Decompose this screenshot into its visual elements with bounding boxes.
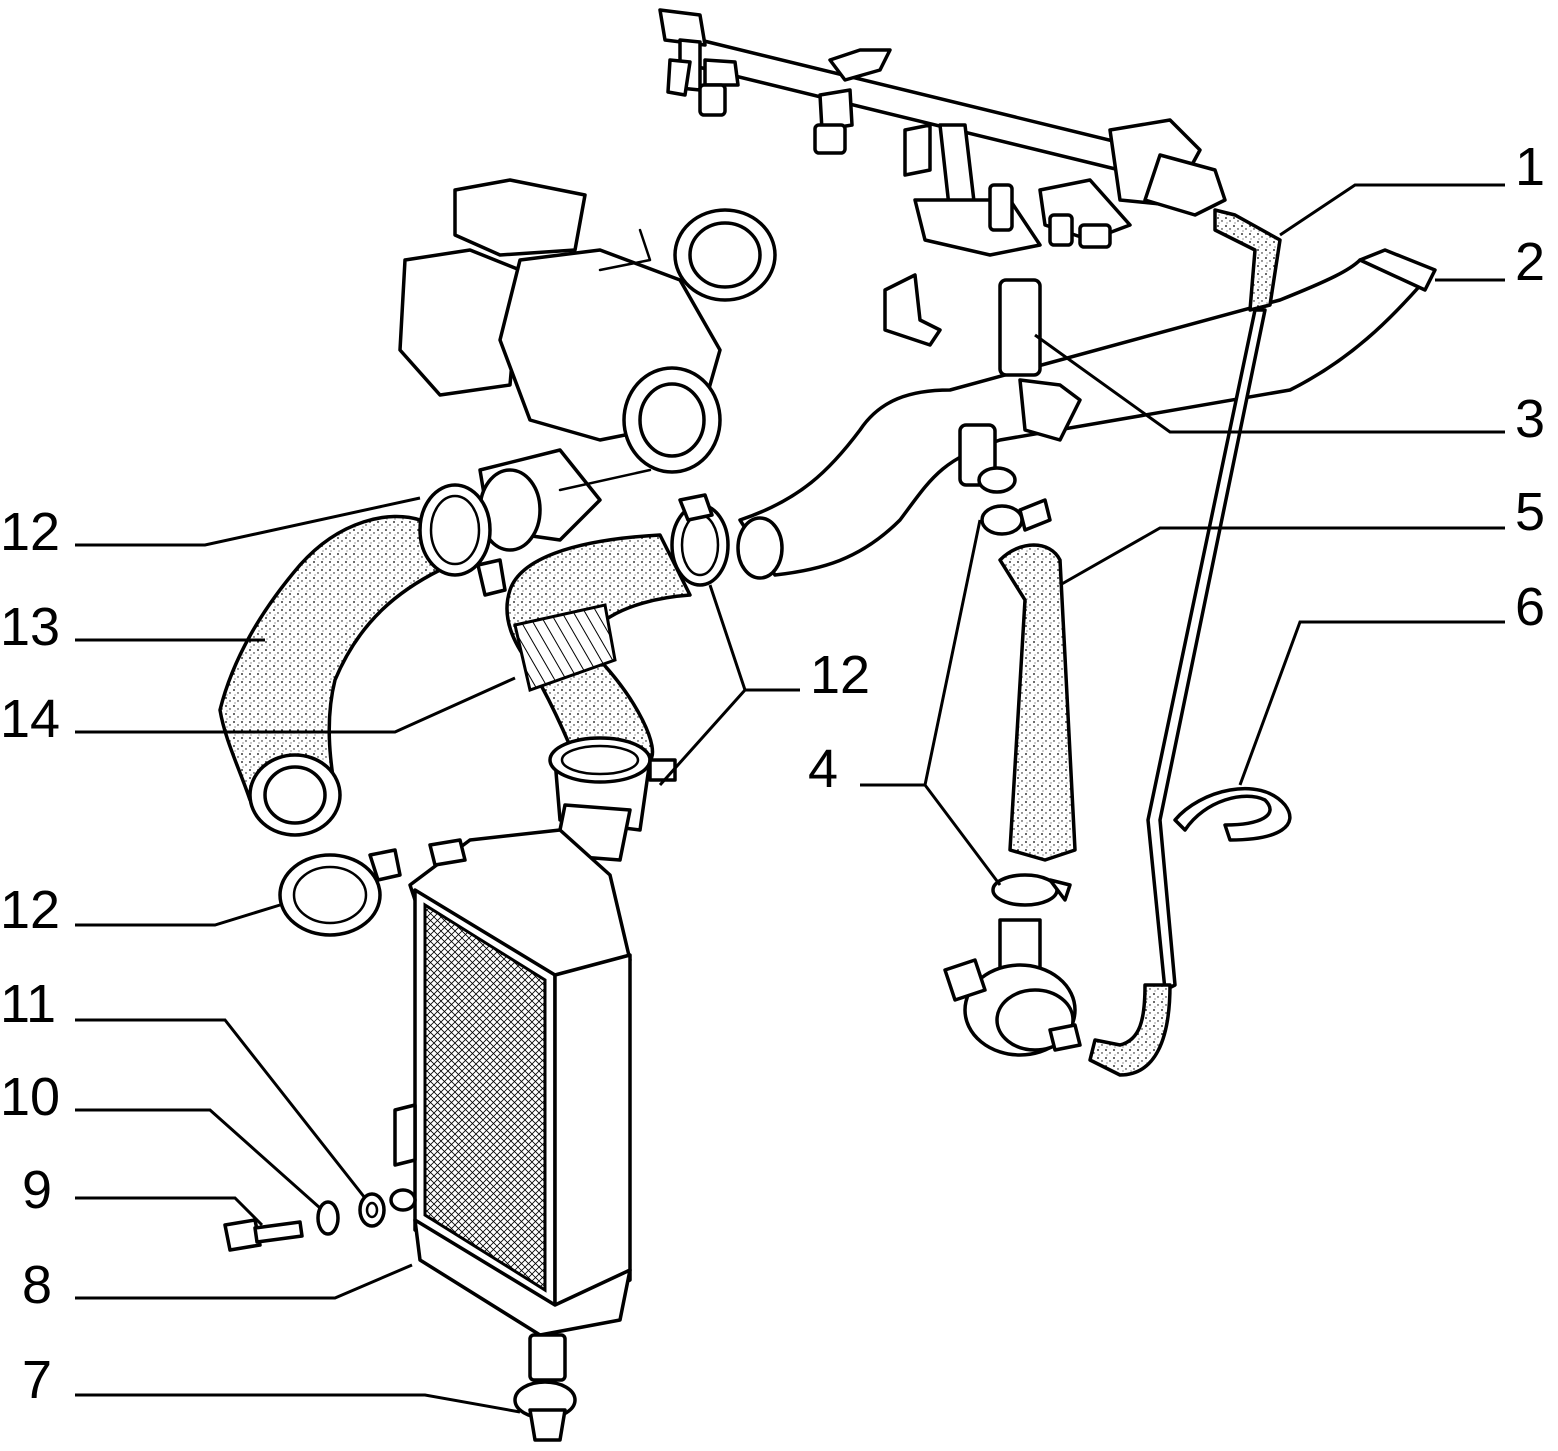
- hose-14: [505, 533, 692, 862]
- callout-2: 2: [1515, 232, 1545, 292]
- callout-8: 8: [22, 1255, 52, 1315]
- hardware: [223, 1192, 386, 1252]
- intercooler: [389, 828, 632, 1442]
- callout-3: 3: [1515, 389, 1545, 449]
- callout-7: 7: [22, 1350, 52, 1410]
- callout-14: 14: [0, 689, 60, 749]
- callout-6: 6: [1515, 577, 1545, 637]
- spring-clip: [1173, 787, 1292, 842]
- callout-4: 4: [808, 739, 838, 799]
- bypass-valve: [943, 918, 1082, 1057]
- callout-12-bottom: 12: [0, 880, 60, 940]
- callout-10: 10: [0, 1067, 60, 1127]
- callout-1: 1: [1515, 137, 1545, 197]
- callout-9: 9: [22, 1160, 52, 1220]
- callout-13: 13: [0, 597, 60, 657]
- vacuum-line: [1088, 208, 1282, 1077]
- callout-5: 5: [1515, 482, 1545, 542]
- hose-clamps: [278, 483, 730, 937]
- callout-11: 11: [0, 974, 56, 1034]
- hose-fittings: [958, 278, 1082, 907]
- callout-12-center: 12: [810, 645, 870, 705]
- turbocharger: [398, 178, 777, 552]
- fuel-rail: [658, 8, 1227, 257]
- hose-13: [218, 514, 442, 837]
- leader-lines: [75, 183, 1505, 1414]
- callout-labels: 1 2 3 5 6 12 13 14 12 4 12 11 10 9 8 7: [0, 137, 1545, 1410]
- callout-12-top: 12: [0, 502, 60, 562]
